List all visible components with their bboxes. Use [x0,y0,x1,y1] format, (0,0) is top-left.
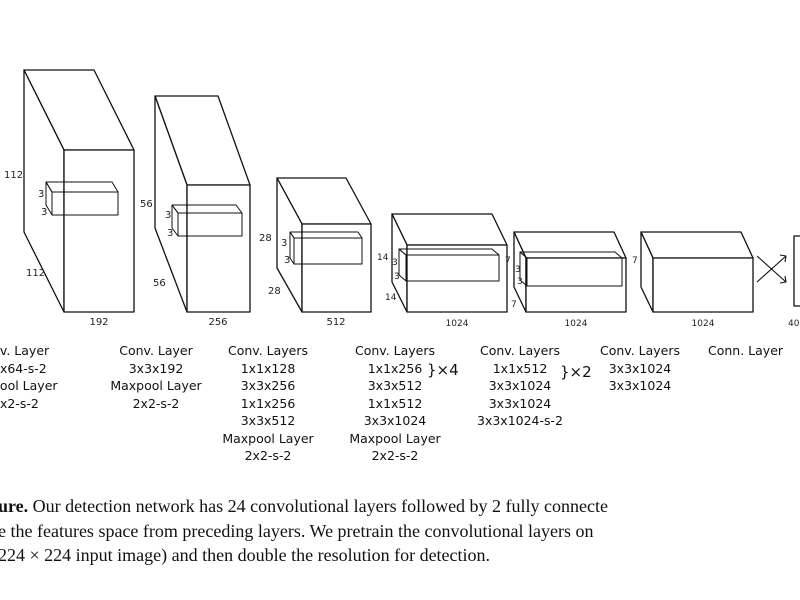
b3-width-label: 28 [268,286,281,297]
desc-line: 2x2-s-2 [132,395,180,411]
desc-line: nv. Layer [0,343,50,358]
desc-line: Conv. Layers [227,343,309,358]
desc-line: 1x1x256 [367,360,423,376]
caption-line-2: e the features space from preceding laye… [0,520,594,541]
desc-line: Maxpool Layer [349,430,441,446]
b5-height-label: 7 [505,256,511,266]
b3-height-label: 28 [259,233,272,244]
layer-desc-col-6: Conv. Layers 3x3x1024 3x3x1024 [590,342,690,395]
block-7-volume [793,235,800,307]
desc-line: Conv. Layers [479,343,561,358]
layer-desc-col-3: Conv. Layers 1x1x128 3x3x256 1x1x256 3x3… [210,342,326,465]
desc-line: Conv. Layers [354,343,436,358]
desc-line: 2x2-s-2 [371,448,419,463]
figure-caption: ure. Our detection network has 24 convol… [0,494,800,568]
b4-height-label: 14 [377,253,389,263]
layer-desc-col-1: nv. Layer 7x64-s-2 pool Layer 2x2-s-2 [0,342,72,412]
block-4-kernel [398,248,500,282]
desc-line: pool Layer [0,378,58,393]
block-4-volume [391,213,508,313]
desc-line: 3x3x1024 [608,378,672,393]
desc-line: 1x1x512 [492,360,548,376]
desc-line: Conv. Layer [119,343,193,358]
b4-kernel-label-b: 3 [394,272,400,282]
repeat-x4-label: }×4 [427,361,459,379]
desc-line: 3x3x1024 [488,378,552,393]
desc-line: Maxpool Layer [222,430,314,446]
b3-kernel-label-a: 3 [281,238,287,249]
block-1-kernel [45,181,119,216]
b6-depth-label: 1024 [692,319,715,329]
desc-line: 1x1x256 [240,395,296,411]
desc-line: 3x3x1024-s-2 [477,413,563,428]
network-architecture-diagram: 112 112 192 3 3 56 56 256 3 3 28 28 512 … [4,69,800,329]
block-5-kernel [519,251,623,287]
b2-depth-label: 256 [208,317,227,328]
desc-line: 3x3x1024 [488,395,552,411]
desc-line: 1x1x512 [367,395,423,411]
desc-line: 3x3x256 [240,378,296,393]
caption-line-3: 224 × 224 input image) and then double t… [0,545,491,565]
desc-line: 3x3x1024 [363,413,427,428]
b3-depth-label: 512 [326,317,345,328]
repeat-x2-brace: }×2 [560,362,592,382]
b2-kernel-label-a: 3 [165,210,171,221]
b1-width-label: 112 [26,268,45,279]
layer-desc-col-2: Conv. Layer 3x3x192 Maxpool Layer 2x2-s-… [96,342,216,412]
repeat-x4-brace: }×4 [427,360,459,380]
b5-width-label: 7 [511,300,517,310]
block-3-volume [276,177,372,313]
desc-line: 1x1x128 [240,360,296,376]
caption-bold-label: ure. [0,496,29,516]
layer-desc-col-5: Conv. Layers 1x1x512 3x3x1024 3x3x1024 3… [462,342,578,430]
caption-line-1-text: Our detection network has 24 convolution… [28,496,609,516]
layer-desc-col-7: Conn. Layer [708,342,798,360]
b2-kernel-label-b: 3 [167,228,173,239]
block-2-kernel [171,204,243,237]
b1-kernel-label-a: 3 [38,189,44,200]
desc-line: 3x3x192 [128,360,184,376]
block-2-volume [154,95,251,313]
desc-line: Maxpool Layer [110,378,202,393]
b2-height-label: 56 [140,199,153,210]
block-3-kernel [289,231,363,265]
desc-line: Conn. Layer [708,343,784,358]
caption-line-1: ure. Our detection network has 24 convol… [0,494,798,519]
block-6-volume [640,231,754,313]
b5-depth-label: 1024 [565,319,588,329]
desc-line: 7x64-s-2 [0,360,47,376]
desc-line: 2x2-s-2 [0,395,39,411]
desc-line: Conv. Layers [599,343,681,358]
desc-line: 3x3x512 [367,378,423,393]
b4-width-label: 14 [385,293,397,303]
layer-desc-col-4: Conv. Layers 1x1x256 3x3x512 1x1x512 3x3… [336,342,454,465]
desc-line: 3x3x512 [240,413,296,428]
b4-kernel-label-a: 3 [392,258,398,268]
repeat-x2-label: }×2 [560,363,592,381]
b1-height-label: 112 [4,170,23,181]
fully-connected-arrows [756,254,787,284]
b1-kernel-label-b: 3 [41,207,47,218]
desc-line: 2x2-s-2 [244,448,292,463]
desc-line: 3x3x1024 [608,360,672,376]
b3-kernel-label-b: 3 [284,255,290,266]
b2-width-label: 56 [153,278,166,289]
block-5-volume [513,231,627,313]
b5-kernel-label-a: 3 [515,265,521,275]
b5-kernel-label-b: 3 [517,277,523,287]
b4-depth-label: 1024 [446,319,469,329]
b7-depth-label: 40 [788,319,800,329]
b6-height-label: 7 [632,256,638,266]
b1-depth-label: 192 [89,317,108,328]
block-1-volume [23,69,135,313]
